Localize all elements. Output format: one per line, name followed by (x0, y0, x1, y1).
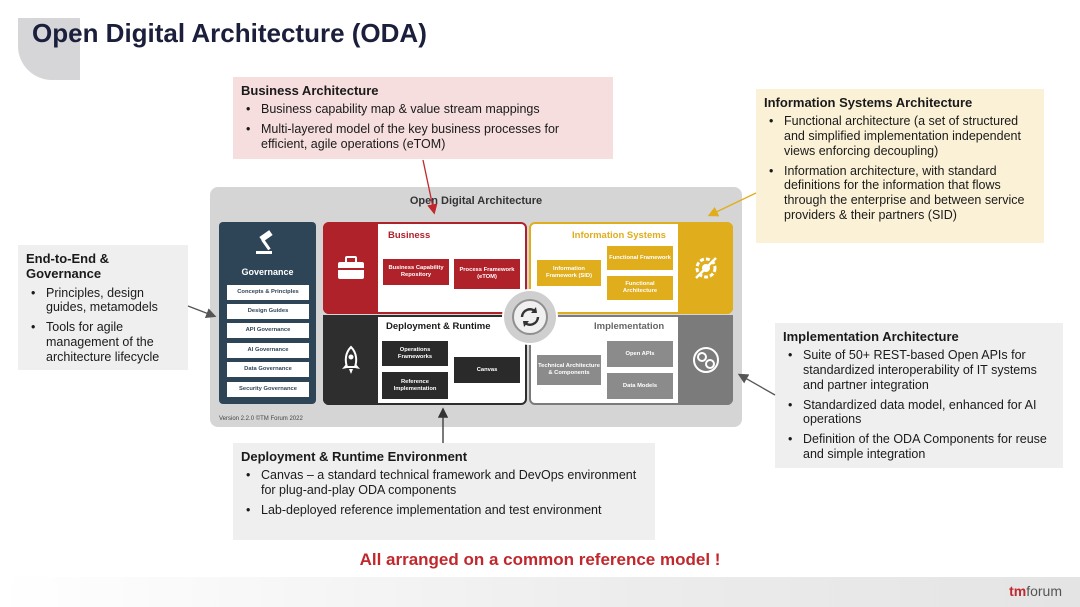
tmforum-logo: tmforum (1009, 583, 1062, 599)
callout-bullet: Business capability map & value stream m… (241, 102, 605, 117)
callout-bullet: Canvas – a standard technical framework … (241, 468, 647, 498)
business-label: Business (388, 230, 431, 241)
functional-framework-box: Functional Framework (607, 246, 673, 270)
information-framework-box: Information Framework (SID) (537, 260, 601, 286)
functional-architecture-box: Functional Architecture (607, 276, 673, 300)
callout-heading: End-to-End & Governance (26, 251, 110, 282)
open-apis-box: Open APIs (607, 341, 673, 367)
reference-implementation-box: Reference Implementation (382, 372, 448, 399)
callout-bullet: Suite of 50+ REST-based Open APIs for st… (783, 348, 1055, 392)
governance-item-concepts: Concepts & Principles (227, 285, 309, 300)
deployment-icon-band (323, 315, 378, 405)
callout-bullet: Tools for agile management of the archit… (26, 320, 180, 364)
implementation-arrow (737, 373, 776, 396)
process-framework-box: Process Framework (eTOM) (454, 259, 520, 289)
governance-title: Governance (241, 267, 294, 277)
business-capability-repository-box: Business Capability Repository (383, 259, 449, 285)
callout-heading: Deployment & Runtime Environment (241, 449, 468, 464)
bottom-band (0, 577, 1080, 607)
deployment-runtime-callout: Deployment & Runtime Environment Canvas … (233, 443, 655, 540)
business-arrow (422, 159, 438, 215)
information-systems-architecture-callout: Information Systems Architecture Functio… (756, 89, 1044, 243)
business-architecture-callout: Business Architecture Business capabilit… (233, 77, 613, 159)
oda-version-label: Version 2.2.0 ©TM Forum 2022 (219, 416, 303, 422)
gears-icon (693, 347, 719, 373)
governance-item-design-guides: Design Guides (227, 304, 309, 319)
logo-suffix: forum (1026, 583, 1062, 599)
governance-item-security: Security Governance (227, 382, 309, 397)
governance-item-ai: AI Governance (227, 343, 309, 358)
information-systems-label: Information Systems (572, 230, 666, 241)
rocket-icon (342, 345, 360, 374)
callout-bullet: Lab-deployed reference implementation an… (241, 503, 647, 518)
implementation-architecture-callout: Implementation Architecture Suite of 50+… (775, 323, 1063, 468)
page-title: Open Digital Architecture (ODA) (32, 18, 427, 48)
callout-bullet: Multi-layered model of the key business … (241, 122, 605, 152)
data-models-box: Data Models (607, 373, 673, 399)
governance-arrow (187, 305, 217, 319)
callout-heading: Implementation Architecture (783, 329, 959, 344)
oda-diagram-title: Open Digital Architecture (409, 195, 543, 207)
callout-bullet: Standardized data model, enhanced for AI… (783, 398, 1055, 428)
common-reference-model-hub (512, 299, 548, 335)
briefcase-icon (338, 256, 364, 279)
title-corner-shape (18, 18, 80, 80)
callout-heading: Business Architecture (241, 83, 379, 98)
callout-bullet: Principles, design guides, metamodels (26, 286, 180, 316)
footer-tagline: All arranged on a common reference model… (359, 550, 721, 569)
callout-heading: Information Systems Architecture (764, 95, 973, 110)
deployment-label: Deployment & Runtime (386, 321, 491, 332)
gears-tools-icon (695, 257, 717, 279)
logo-prefix: tm (1009, 583, 1027, 599)
implementation-label: Implementation (594, 321, 665, 332)
technical-architecture-box: Technical Architecture & Components (537, 355, 601, 385)
governance-item-api: API Governance (227, 323, 309, 338)
callout-bullet: Information architecture, with standard … (764, 164, 1036, 223)
canvas-box: Canvas (454, 357, 520, 383)
end-to-end-governance-callout: End-to-End & Governance Principles, desi… (18, 245, 188, 370)
operations-frameworks-box: Operations Frameworks (382, 341, 448, 366)
gavel-icon (256, 230, 273, 254)
cycle-arrows-icon (520, 307, 540, 327)
callout-bullet: Definition of the ODA Components for reu… (783, 432, 1055, 462)
governance-item-data: Data Governance (227, 362, 309, 377)
information-systems-arrow (707, 192, 757, 217)
callout-bullet: Functional architecture (a set of struct… (764, 114, 1036, 158)
